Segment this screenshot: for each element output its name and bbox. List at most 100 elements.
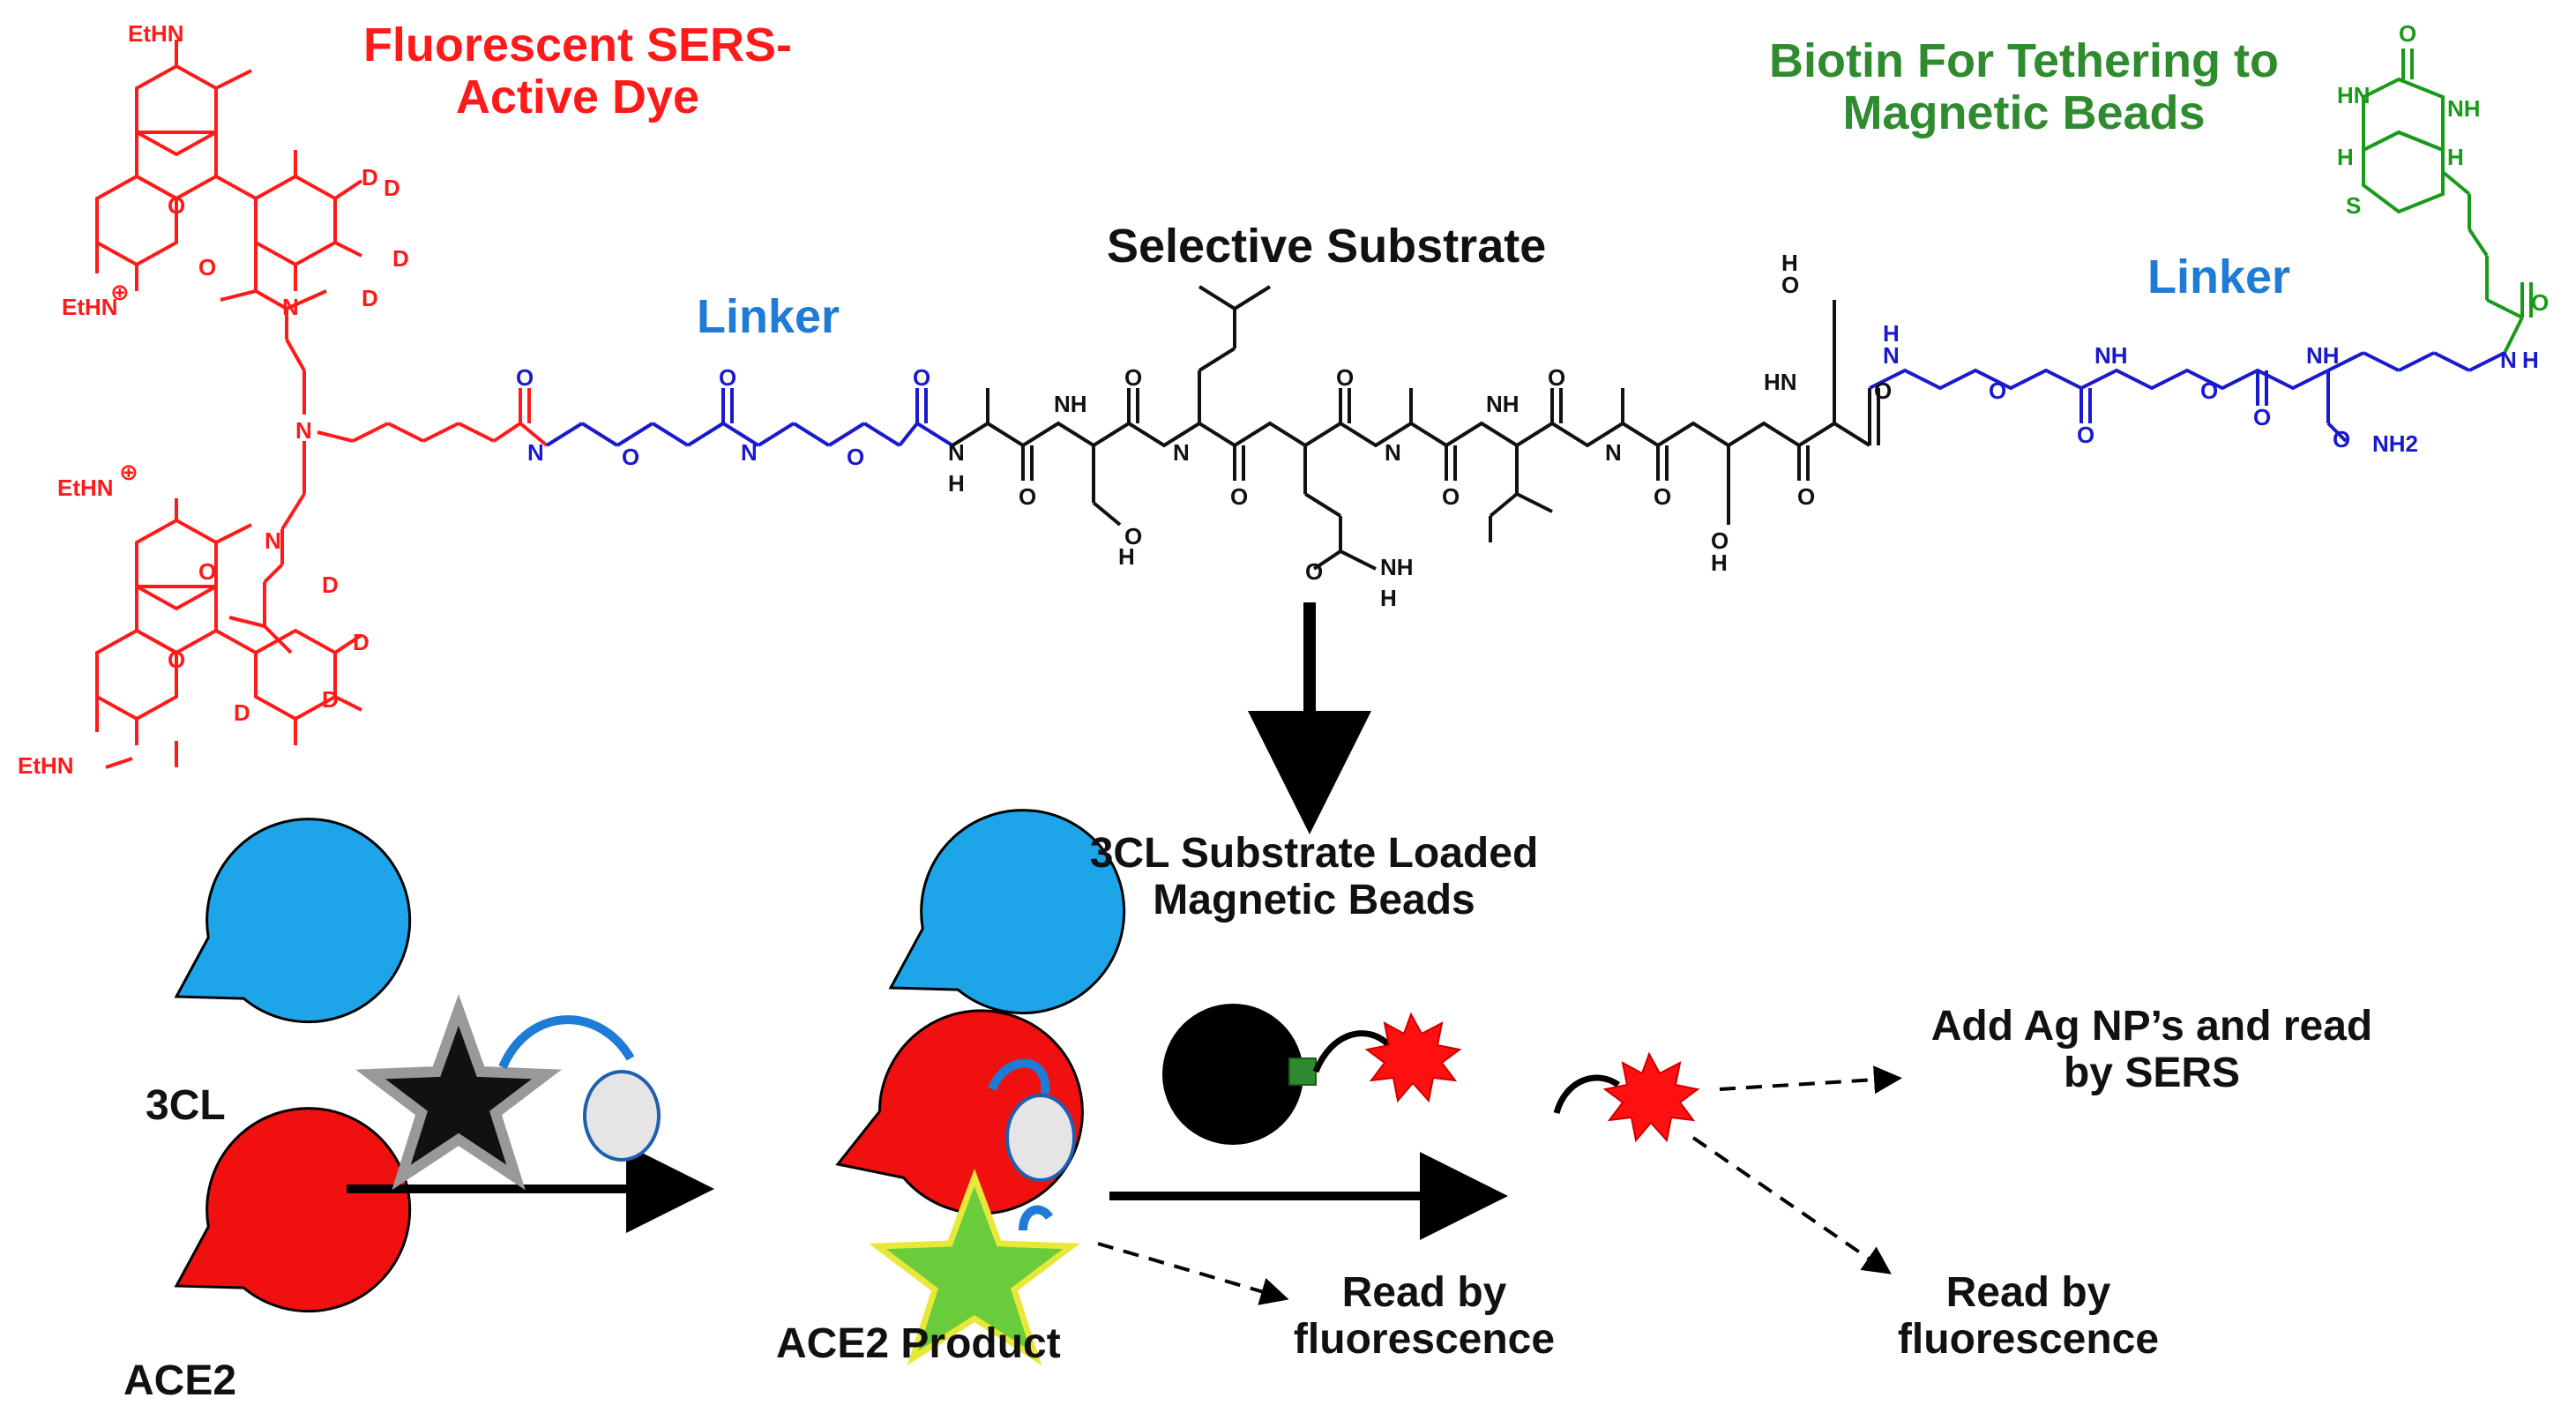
atom-label: H xyxy=(1883,320,1900,347)
atom-label: O xyxy=(2253,404,2272,430)
atom-label: O xyxy=(622,444,640,470)
atom-label: N xyxy=(1173,439,1190,466)
selective-substrate-label: Selective Substrate xyxy=(1107,220,1547,273)
3cl-enzyme-icon-middle xyxy=(888,809,1126,1015)
atom-label: O xyxy=(1305,558,1324,585)
atom-label: D xyxy=(392,245,409,272)
atom-label: EtHN xyxy=(62,294,118,320)
atom-label: D xyxy=(322,572,339,598)
atom-label: N xyxy=(527,439,544,466)
atom-label: H xyxy=(1380,585,1397,611)
product-star-icon xyxy=(869,1168,1080,1366)
3cl-enzyme-icon xyxy=(174,818,412,1024)
atom-label: N xyxy=(1605,439,1622,466)
atom-label: D xyxy=(322,686,339,713)
atom-label: NH xyxy=(1054,391,1087,417)
atom-label: NH xyxy=(1486,391,1519,417)
atom-label: O xyxy=(1548,364,1566,391)
atom-label: O xyxy=(1874,377,1893,404)
atom-label: N xyxy=(295,417,312,444)
linker-left-label: Linker xyxy=(697,290,840,343)
atom-label: H xyxy=(2447,144,2464,170)
atom-label: ⊕ xyxy=(110,279,130,305)
quencher-circle-icon-2 xyxy=(1005,1094,1076,1182)
atom-label: O xyxy=(1230,483,1249,510)
atom-label: N xyxy=(1883,342,1900,369)
atom-label: O xyxy=(1989,377,2007,404)
dashed-arrow-sers xyxy=(1719,1065,1902,1095)
atom-label: N xyxy=(282,294,299,320)
atom-label: NH xyxy=(1380,554,1414,580)
atom-label: O xyxy=(168,192,186,219)
atom-label: EtHN xyxy=(57,475,114,501)
read-fluorescence-label-1: Read by fluorescence xyxy=(1293,1269,1556,1363)
atom-label: D xyxy=(362,164,378,191)
atom-label: EtHN xyxy=(128,20,184,47)
atom-label: D xyxy=(384,175,400,201)
atom-label: O xyxy=(2200,377,2219,404)
atom-label: HN xyxy=(1764,369,1797,395)
right-linker-structure xyxy=(1869,351,2505,443)
biotin-title: Biotin For Tethering to Magnetic Beads xyxy=(1769,34,2279,140)
atom-label: O xyxy=(719,364,737,391)
atom-label: O xyxy=(1124,523,1143,549)
atom-label: N xyxy=(1385,439,1401,466)
ace2-product-label: ACE2 Product xyxy=(776,1320,1061,1367)
atom-label: H xyxy=(2522,347,2539,373)
atom-label: O xyxy=(198,254,217,280)
atom-label: O xyxy=(516,364,534,391)
sers-dye-burst-icon xyxy=(1602,1051,1700,1143)
atom-label: N xyxy=(265,527,281,554)
streptavidin-link-icon xyxy=(1288,1058,1317,1086)
atom-label: D xyxy=(353,629,370,655)
atom-label: HN xyxy=(2337,82,2371,108)
biotin-structure xyxy=(2362,49,2533,354)
magnetic-bead-icon xyxy=(1162,1004,1303,1145)
atom-label: NH xyxy=(2306,342,2340,369)
atom-label: O xyxy=(1781,272,1800,298)
atom-label: S xyxy=(2346,192,2362,219)
peptide-substrate-structure xyxy=(951,285,1880,571)
atom-label: H xyxy=(1711,549,1728,576)
atom-label: O xyxy=(1124,364,1143,391)
ace2-label: ACE2 xyxy=(123,1357,237,1404)
atom-label: O xyxy=(847,444,865,470)
dye-title: Fluorescent SERS- Active Dye xyxy=(362,19,793,124)
bead-tether xyxy=(1312,1030,1392,1073)
atom-label: NH2 xyxy=(2372,430,2419,457)
atom-label: O xyxy=(1654,483,1672,510)
atom-label: O xyxy=(2531,289,2550,316)
atom-label: D xyxy=(362,285,378,311)
atom-label: N xyxy=(741,439,758,466)
atom-label: O xyxy=(1336,364,1355,391)
atom-label: O xyxy=(198,558,217,585)
quenched-substrate-star-icon xyxy=(355,994,562,1191)
beads-caption: 3CL Substrate Loaded Magnetic Beads xyxy=(1089,830,1539,923)
dye-structure xyxy=(95,40,549,769)
quencher-circle-icon-1 xyxy=(583,1070,661,1162)
atom-label: N xyxy=(948,439,965,466)
atom-label: O xyxy=(168,646,186,673)
atom-label: D xyxy=(234,699,250,726)
atom-label: EtHN xyxy=(18,752,74,779)
left-linker-structure xyxy=(545,388,954,447)
released-dye-tether xyxy=(1553,1074,1621,1115)
atom-label: H xyxy=(948,470,965,497)
bead-dye-burst-icon xyxy=(1364,1012,1462,1103)
3cl-label: 3CL xyxy=(146,1082,226,1129)
substrate-tether-1 xyxy=(498,1015,635,1070)
product-tether xyxy=(1019,1205,1054,1231)
atom-label: O xyxy=(1442,483,1460,510)
atom-label: O xyxy=(1711,527,1729,554)
linker-right-label: Linker xyxy=(2147,250,2291,303)
dashed-arrow-fluor-1 xyxy=(1097,1242,1289,1305)
substrate-tether-2 xyxy=(988,1058,1050,1095)
atom-label: NH xyxy=(2447,95,2481,122)
atom-label: O xyxy=(913,364,931,391)
atom-label: O xyxy=(2399,20,2417,47)
read-fluorescence-label-2: Read by fluorescence xyxy=(1897,1269,2160,1363)
atom-label: O xyxy=(2333,426,2351,452)
atom-label: NH xyxy=(2094,342,2128,369)
